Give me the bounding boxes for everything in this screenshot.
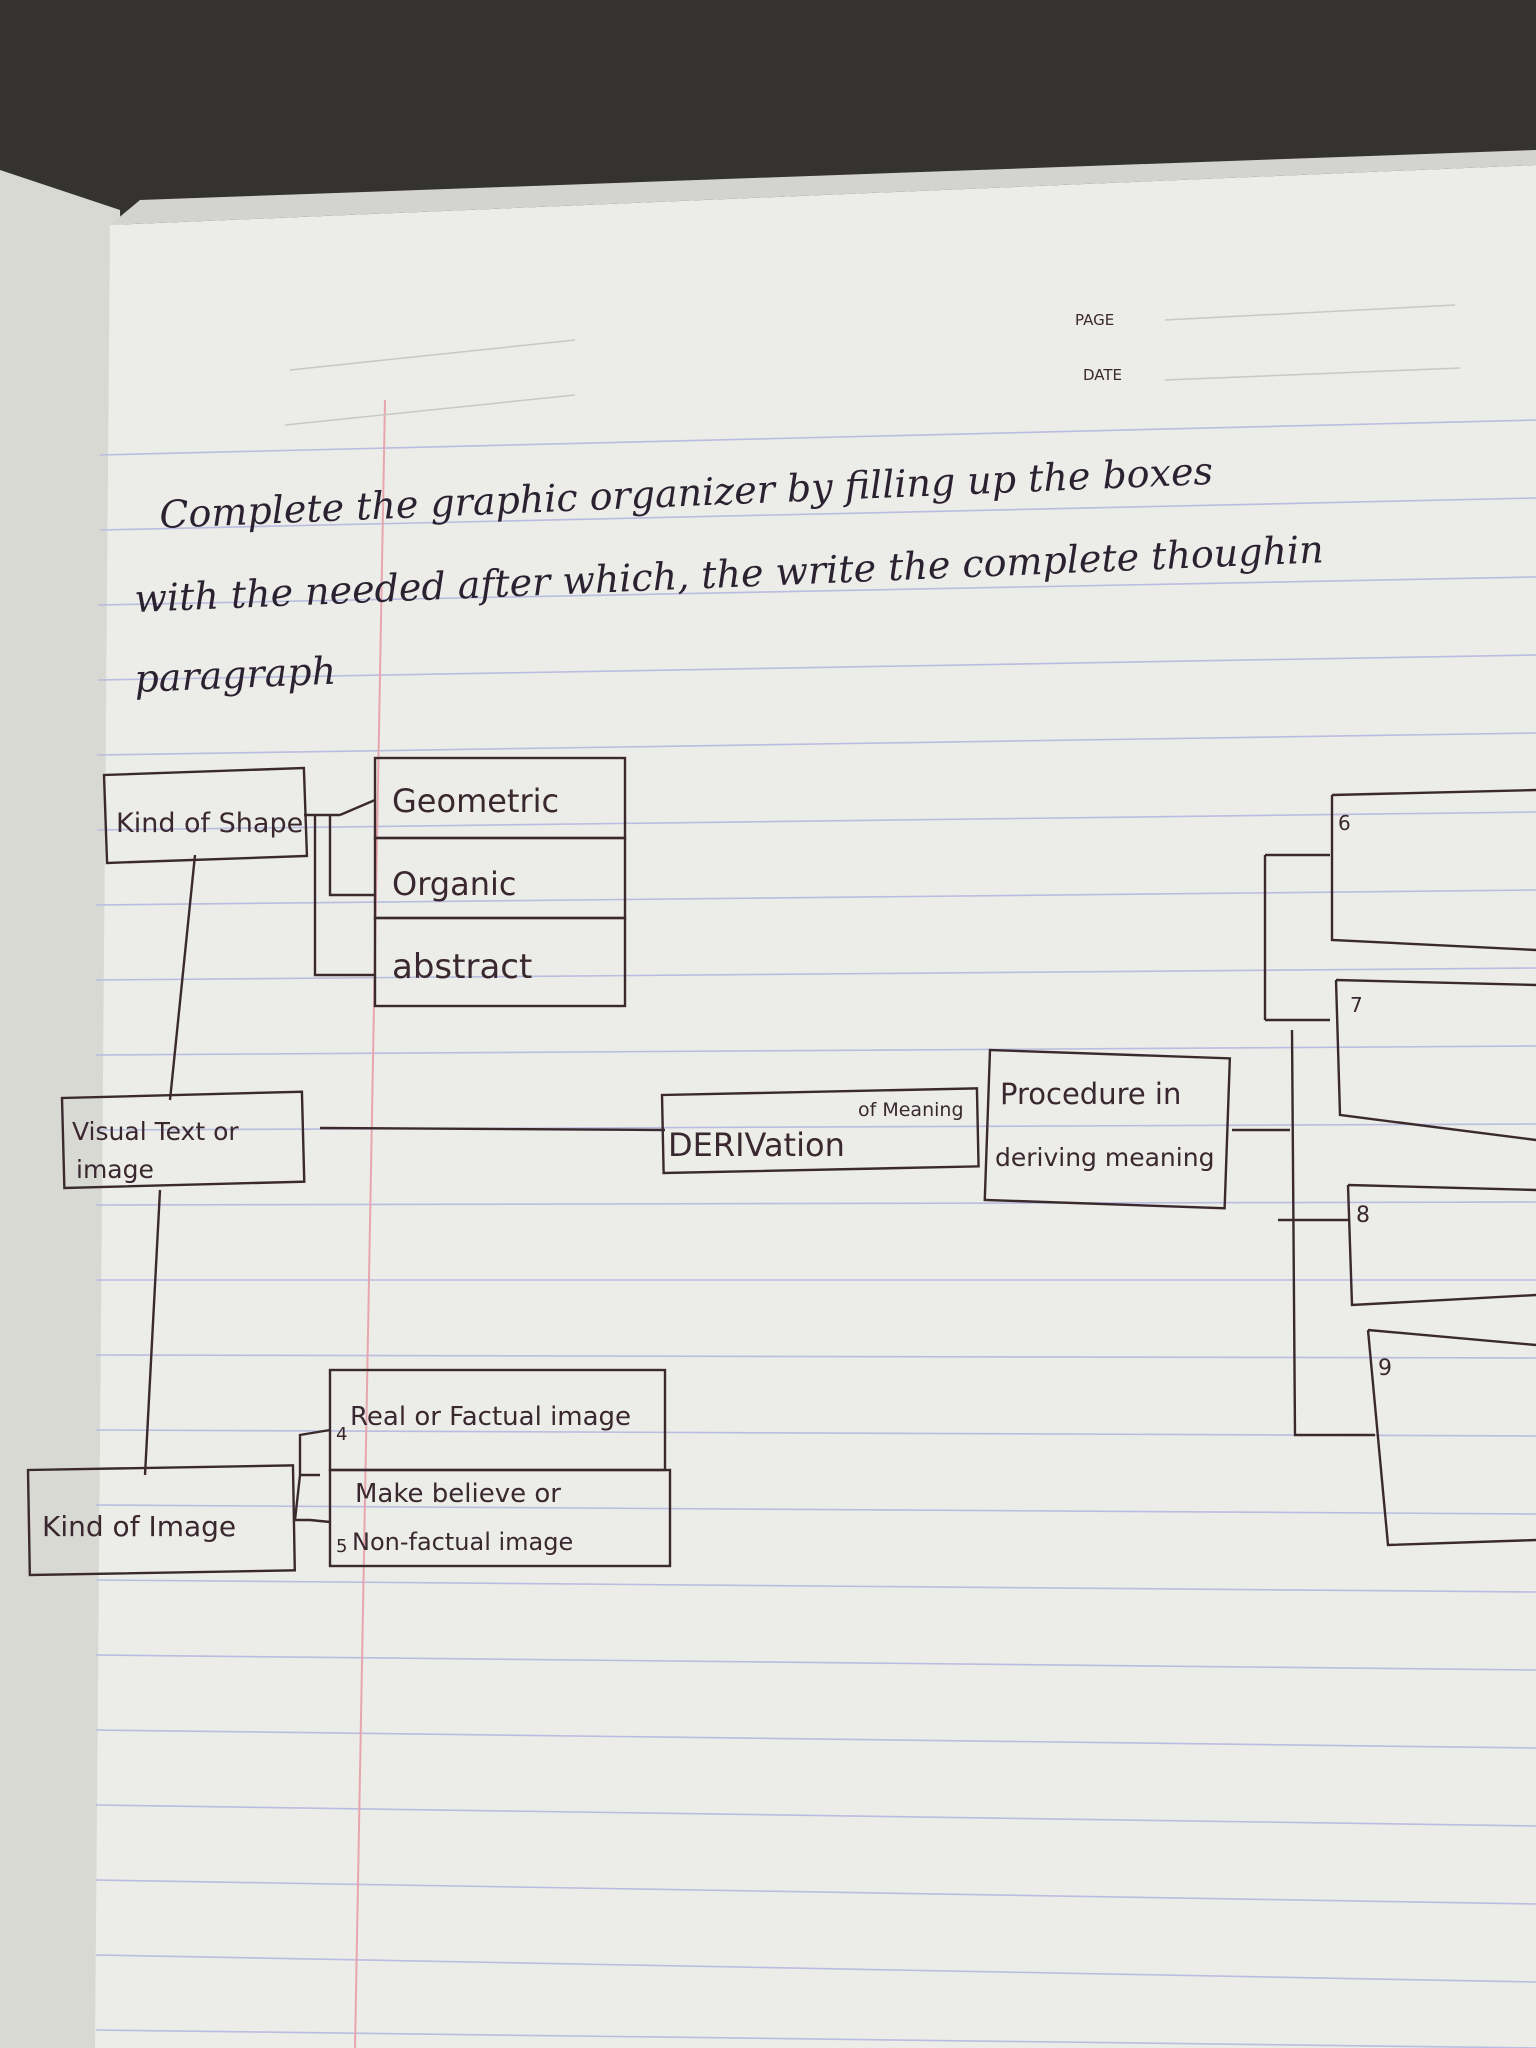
- visual-text-line-2: image: [76, 1155, 154, 1184]
- image-kind-make-believe-line-1: Make believe or: [355, 1479, 561, 1509]
- date-label: DATE: [1083, 366, 1122, 384]
- empty-box-8: [1346, 1183, 1536, 1307]
- image-kind-real-number: 4: [336, 1424, 347, 1445]
- page-header: PAGE DATE: [284, 304, 1461, 426]
- empty-box-6: [1330, 788, 1536, 952]
- margin-line: [354, 399, 386, 2048]
- graphic-organizer: Kind of Shape Geometric Organic abstract…: [26, 756, 1536, 1577]
- visual-text-box: [60, 1090, 306, 1190]
- kind-of-image-box: [26, 1464, 297, 1577]
- procedure-box: [983, 1048, 1232, 1210]
- shape-organic-label: Organic: [392, 865, 516, 903]
- visual-text-line-1: Visual Text or: [72, 1117, 239, 1146]
- shape-abstract-label: abstract: [392, 947, 532, 987]
- notebook-page: [95, 165, 1536, 2048]
- empty-box-6-number: 6: [1338, 811, 1351, 835]
- image-kind-make-believe-line-2: Non-factual image: [352, 1528, 573, 1556]
- empty-box-7: [1334, 978, 1536, 1142]
- image-kind-make-believe-number: 5: [336, 1536, 347, 1557]
- instruction-line-3: paragraph: [134, 649, 337, 701]
- empty-box-8-number: 8: [1356, 1203, 1370, 1228]
- derivation-label: DERIVation: [668, 1126, 845, 1164]
- procedure-line-1: Procedure in: [1000, 1077, 1181, 1111]
- empty-box-7-number: 7: [1350, 993, 1363, 1017]
- derivation-note: of Meaning: [858, 1099, 964, 1121]
- kind-of-shape-box: [102, 766, 309, 865]
- empty-box-9-number: 9: [1378, 1356, 1392, 1381]
- image-kind-box-make-believe: [328, 1468, 672, 1568]
- page-label: PAGE: [1075, 311, 1114, 329]
- shape-geometric-label: Geometric: [392, 782, 559, 820]
- image-kind-real-label: Real or Factual image: [350, 1402, 631, 1432]
- shape-box-abstract: [373, 916, 627, 1008]
- derivation-box: [660, 1087, 980, 1175]
- kind-of-image-label: Kind of Image: [42, 1510, 236, 1543]
- empty-box-9: [1366, 1328, 1536, 1547]
- procedure-line-2: deriving meaning: [995, 1143, 1214, 1172]
- kind-of-shape-label: Kind of Shape: [116, 808, 303, 839]
- ruled-lines: [95, 419, 1536, 2048]
